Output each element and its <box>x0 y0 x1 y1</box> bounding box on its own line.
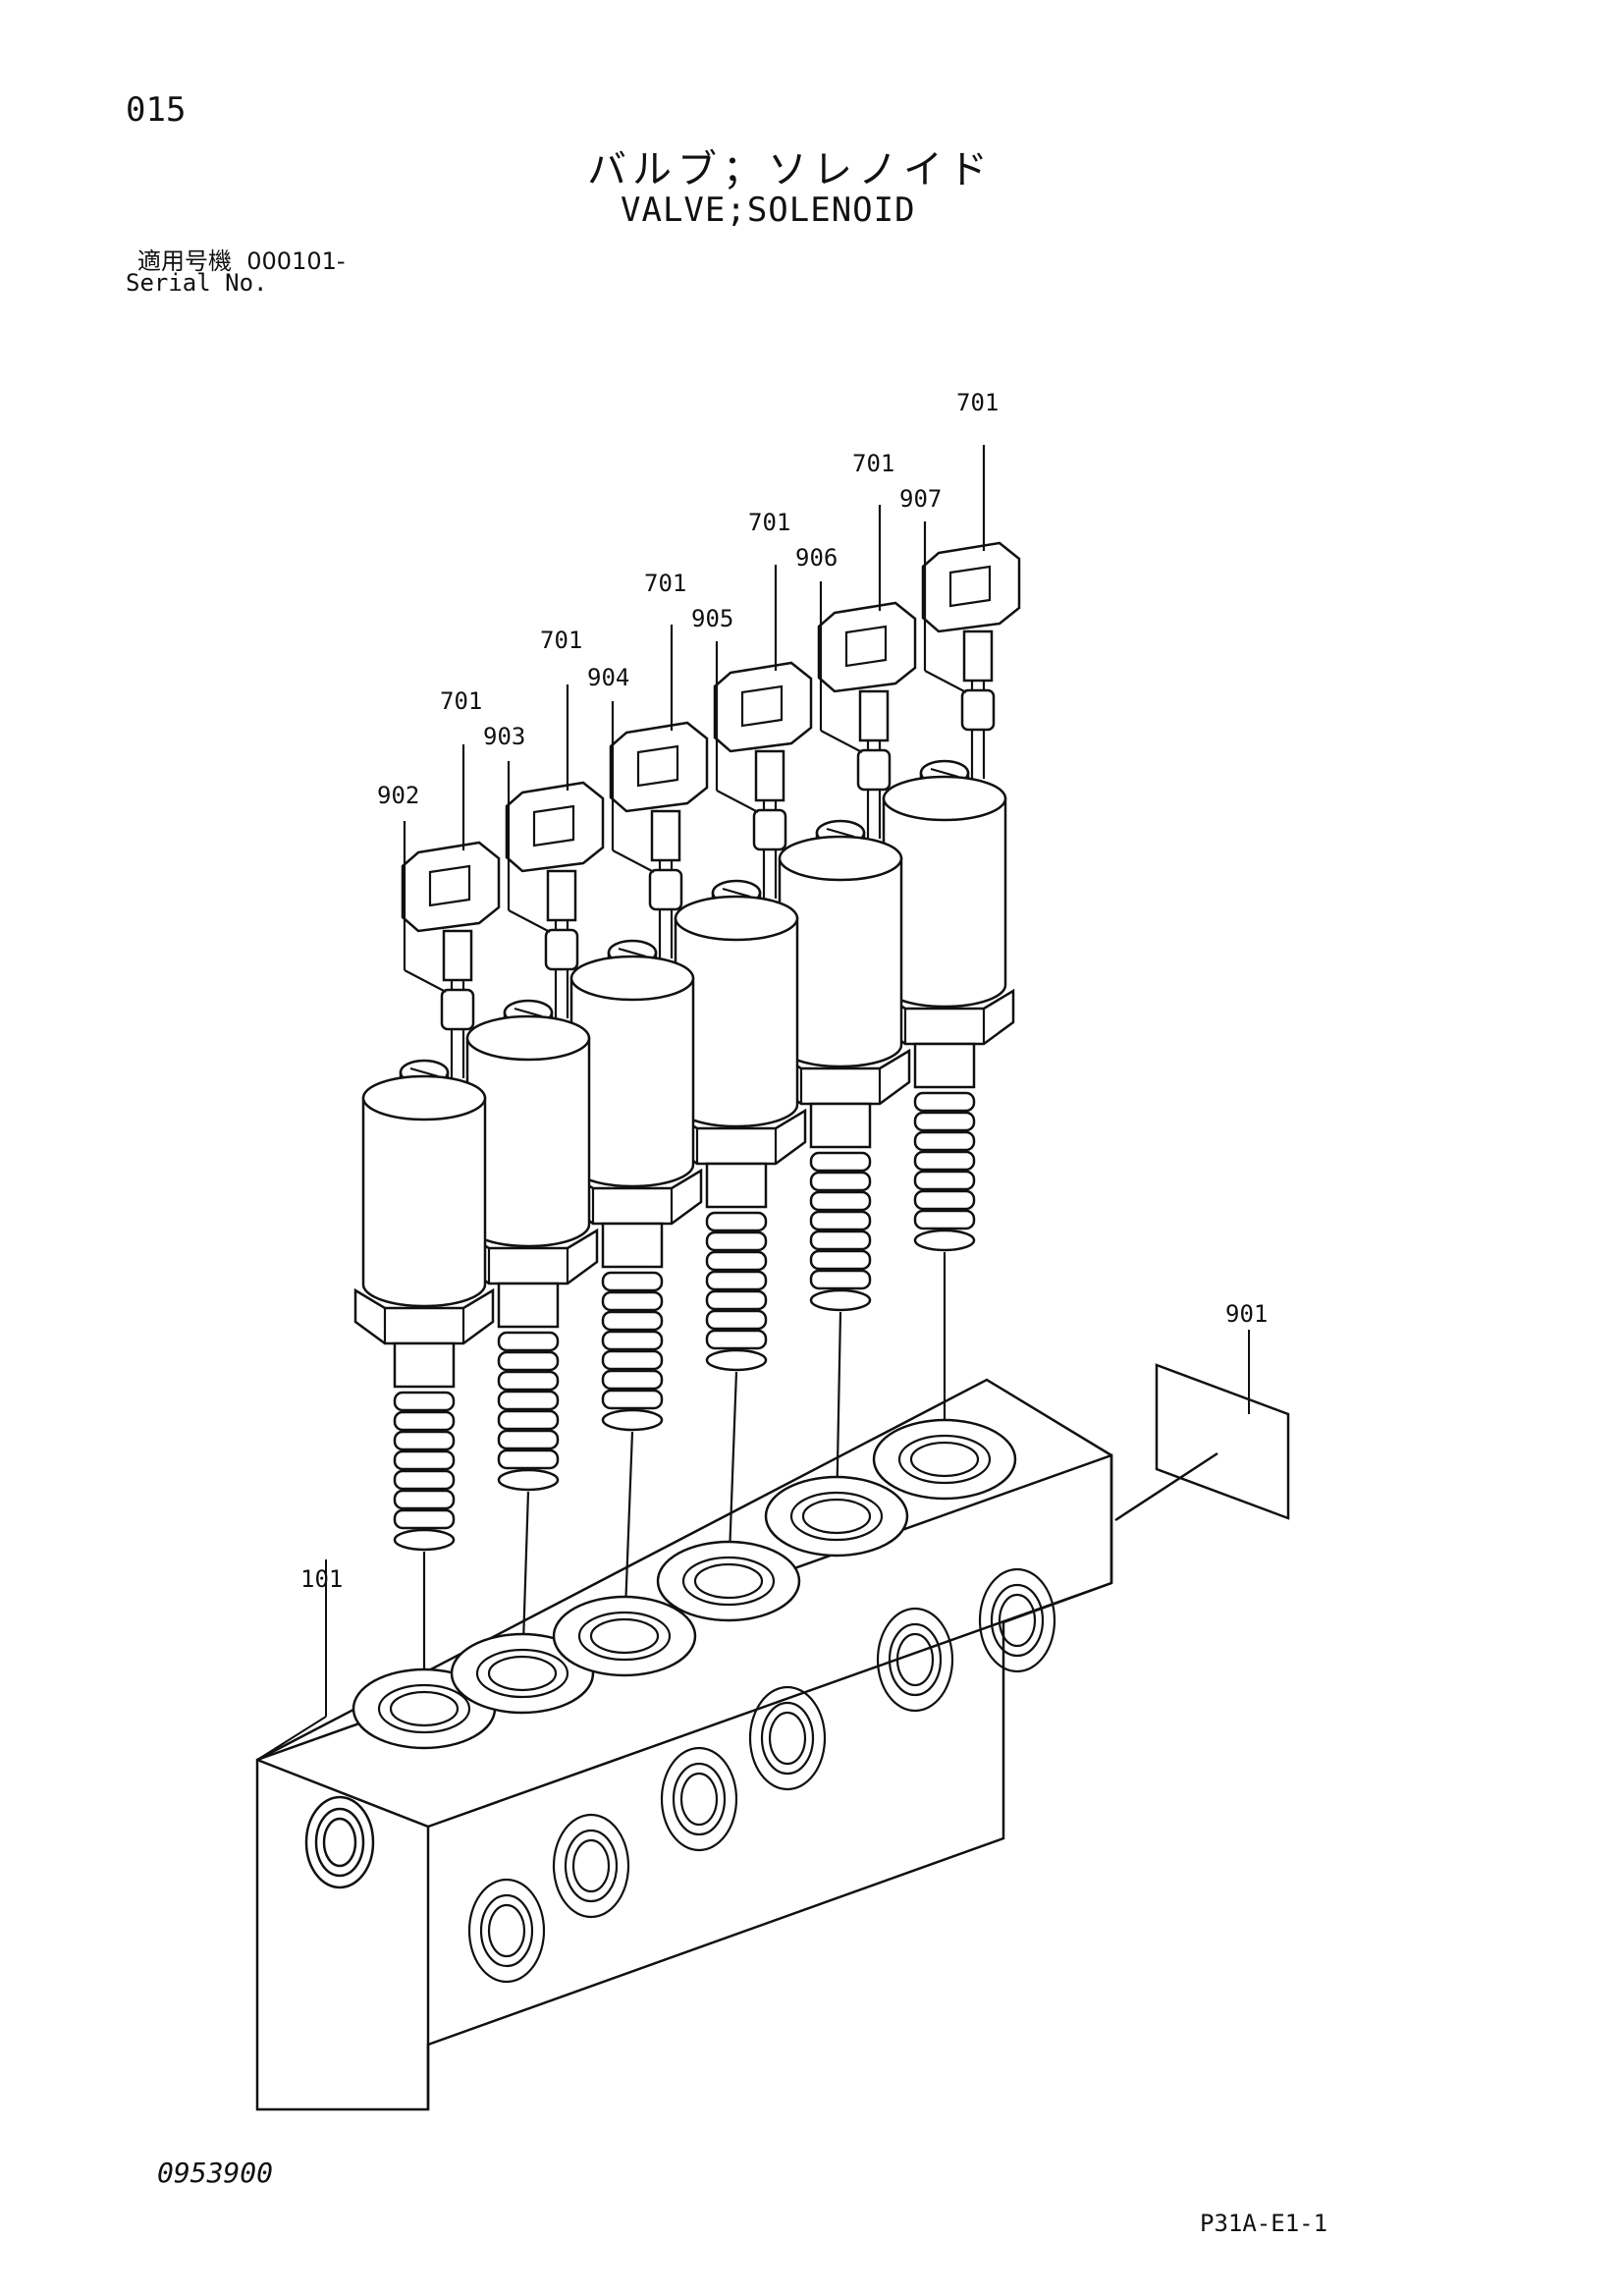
solenoid-valve-4 <box>666 565 813 1582</box>
callout-101: 101 <box>300 1565 343 1593</box>
callout-907: 907 <box>899 485 942 513</box>
top-ports <box>352 1418 1017 1750</box>
callout-701-c: 701 <box>644 570 686 597</box>
callout-901: 901 <box>1225 1300 1268 1328</box>
leader-lines <box>256 1330 1250 1761</box>
document-code: 0953900 <box>157 2157 274 2189</box>
solenoid-valve-6 <box>874 445 1021 1459</box>
callout-701-d: 701 <box>748 509 790 536</box>
top-port-ring <box>656 1540 801 1622</box>
callout-701-a: 701 <box>440 687 482 715</box>
top-port-ring <box>552 1595 697 1677</box>
solenoid-valve-2 <box>458 684 605 1674</box>
top-port-ring <box>764 1475 909 1558</box>
callout-902: 902 <box>377 782 419 809</box>
serial-label-line: 適用号機 000101- <box>137 242 346 276</box>
label-plate-901 <box>1114 1363 1290 1522</box>
callout-701-e: 701 <box>852 450 894 477</box>
top-port-ring <box>872 1418 1017 1501</box>
front-ports <box>467 1567 1056 1984</box>
serial-value: 000101- <box>246 247 346 275</box>
callout-701-f: 701 <box>956 389 999 416</box>
callout-labels: 701 701 701 701 701 701 902 903 904 905 … <box>300 389 1268 1593</box>
title-english: VALVE;SOLENOID <box>621 191 916 230</box>
solenoid-valve-5 <box>770 505 917 1517</box>
valve-block-101 <box>255 1378 1113 2111</box>
serial-label-en: Serial No. <box>126 269 268 297</box>
callout-905: 905 <box>691 605 733 632</box>
solenoid-valve-1 <box>353 744 501 1709</box>
page-number: 015 <box>126 90 187 130</box>
callout-906: 906 <box>795 544 838 572</box>
top-port-ring <box>450 1632 595 1715</box>
callout-701-b: 701 <box>540 627 582 654</box>
callout-903: 903 <box>483 723 525 750</box>
serial-label-jp: 適用号機 <box>137 247 232 275</box>
page-reference: P31A-E1-1 <box>1200 2210 1328 2237</box>
solenoid-valves <box>353 445 1021 1709</box>
title-japanese: バルブ；ソレノイド <box>587 147 994 192</box>
callout-904: 904 <box>587 664 629 691</box>
